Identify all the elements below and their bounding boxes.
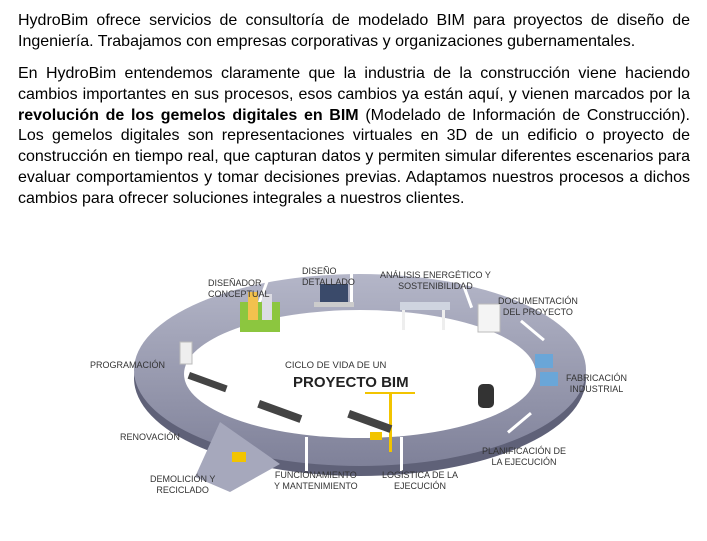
bim-lifecycle-diagram: CICLO DE VIDA DE UN PROYECTO BIM DISEÑAD… [80, 232, 640, 512]
center-title: PROYECTO BIM [293, 374, 409, 391]
body-text-before: En HydroBim entendemos claramente que la… [18, 65, 690, 103]
body-text-bold: revolución de los gemelos digitales en B… [18, 106, 359, 124]
stage-illustrations [179, 284, 558, 462]
body-paragraph: En HydroBim entendemos claramente que la… [18, 64, 690, 210]
center-subtitle: CICLO DE VIDA DE UN [285, 360, 387, 371]
body-text-after: (Modelado de Información de Construcción… [18, 106, 691, 207]
intro-paragraph: HydroBim ofrece servicios de consultoría… [18, 12, 690, 50]
stage-label: PROGRAMACIÓN [90, 360, 166, 370]
stage-label: RENOVACIÓN [120, 432, 180, 442]
lifecycle-ring [134, 272, 586, 492]
